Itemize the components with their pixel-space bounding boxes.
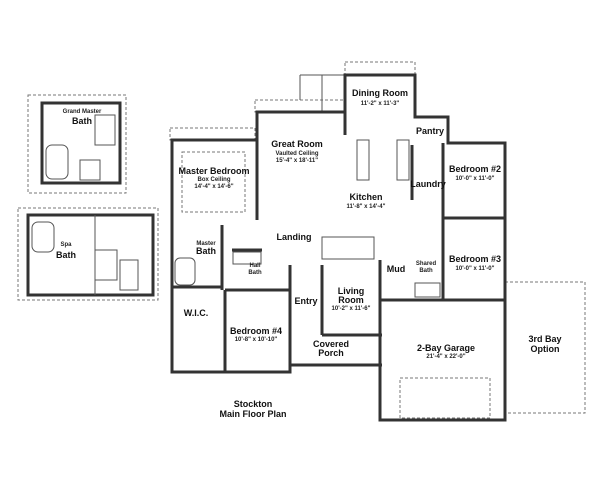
hall-bath-label-1: Hall: [249, 263, 260, 269]
pantry-label: Pantry: [416, 126, 444, 136]
master-bath-tub: [174, 257, 196, 286]
living-room-label-1: Living: [338, 286, 365, 296]
shared-bath-label-2: Bath: [419, 268, 433, 274]
garage-label: 2-Bay Garage: [417, 343, 475, 353]
third-bay-label-2: Option: [531, 344, 560, 354]
kitchen-island: [356, 139, 370, 181]
entry-label: Entry: [294, 296, 317, 306]
shared-bath-tub: [414, 282, 441, 298]
dining-room-label: Dining Room: [352, 88, 408, 98]
master-bath-label-1: Master: [196, 241, 216, 247]
master-bedroom-label: Master Bedroom: [178, 166, 249, 176]
garage-dims: 21'-4" x 22'-0": [426, 354, 465, 360]
great-room-note: Vaulted Ceiling: [275, 151, 318, 157]
bedroom2-label: Bedroom #2: [449, 164, 501, 174]
bedroom3-label: Bedroom #3: [449, 254, 501, 264]
plan-title: Stockton: [234, 399, 273, 409]
bedroom3-dims: 10'-0" x 11'-0": [456, 266, 495, 272]
mud-label: Mud: [387, 264, 406, 274]
stairs: [321, 236, 375, 260]
living-room-dims: 10'-2" x 11'-6": [332, 306, 371, 312]
kitchen-counter: [396, 139, 410, 181]
hall-bath-tub: [232, 251, 262, 265]
master-bedroom-note: Box Ceiling: [197, 177, 230, 183]
bedroom4-dims: 10'-8" x 10'-10": [235, 337, 278, 343]
spa-bath-inset: Spa Bath: [17, 207, 159, 301]
covered-porch-label-2: Porch: [318, 348, 344, 358]
grand-master-bath-label-2: Bath: [72, 116, 92, 126]
great-room-dims: 15'-4" x 18'-11": [276, 158, 318, 164]
landing-label: Landing: [277, 232, 312, 242]
spa-bath-label-1: Spa: [60, 242, 72, 248]
living-room-label-2: Room: [338, 295, 364, 305]
great-room-label: Great Room: [271, 139, 323, 149]
master-bedroom-dims: 14'-4" x 14'-6": [194, 184, 233, 190]
master-bath-label-2: Bath: [196, 246, 216, 256]
bedroom2-dims: 10'-0" x 11'-0": [456, 176, 495, 182]
kitchen-dims: 11'-8" x 14'-4": [347, 204, 386, 210]
bedroom4-label: Bedroom #4: [230, 326, 282, 336]
grand-master-bath-inset: Grand Master Bath: [27, 94, 127, 194]
laundry-label: Laundry: [410, 179, 446, 189]
wic-label: W.I.C.: [184, 308, 209, 318]
shared-bath-label-1: Shared: [416, 261, 437, 267]
dining-room-dims: 11'-2" x 11'-3": [361, 101, 400, 107]
grand-master-bath-label-1: Grand Master: [63, 109, 102, 115]
kitchen-label: Kitchen: [349, 192, 382, 202]
hall-bath-label-2: Bath: [248, 270, 262, 276]
walls: [170, 73, 507, 422]
plan-subtitle: Main Floor Plan: [219, 409, 286, 419]
covered-porch-label-1: Covered: [313, 339, 349, 349]
third-bay-label-1: 3rd Bay: [528, 334, 561, 344]
spa-bath-label-2: Bath: [56, 250, 76, 260]
